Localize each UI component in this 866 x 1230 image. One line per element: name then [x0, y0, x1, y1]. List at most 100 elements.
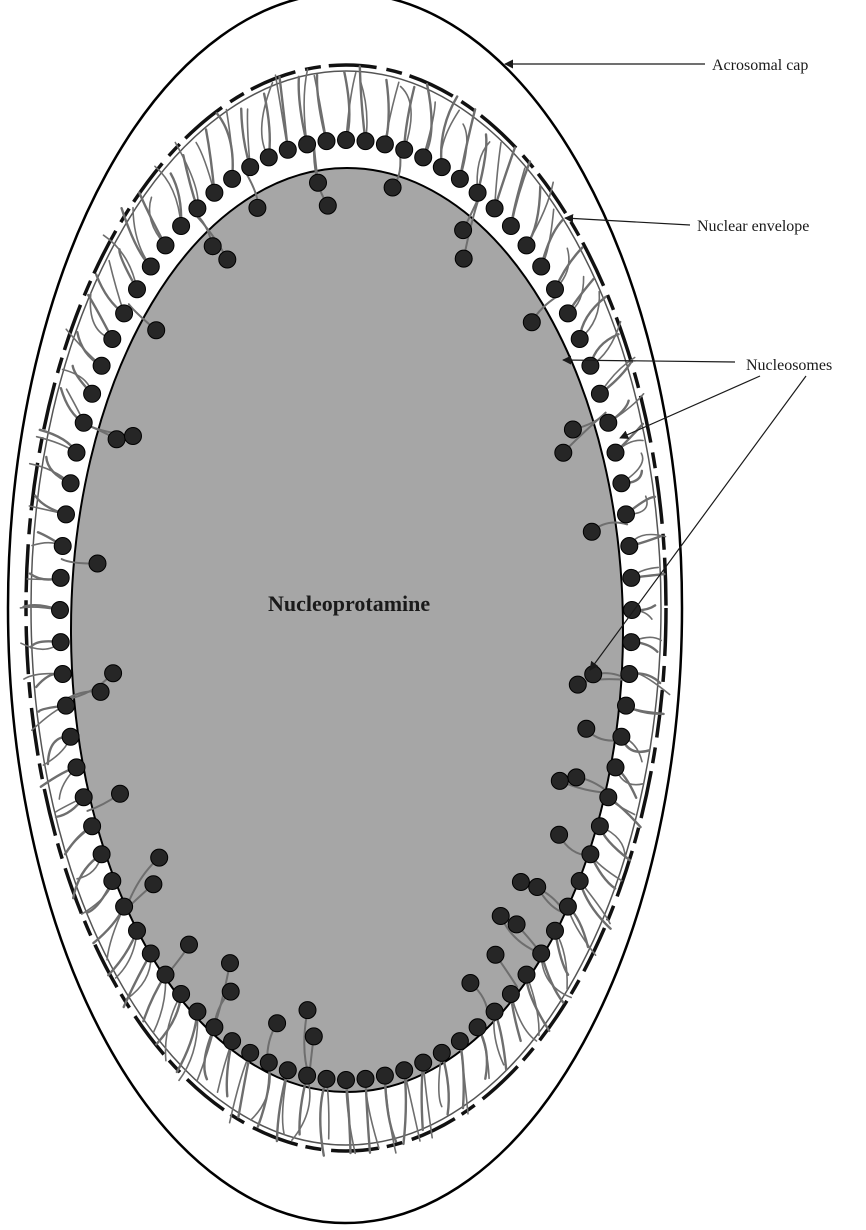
nucleosome [260, 1054, 277, 1071]
nucleosomes-label: Nucleosomes [746, 357, 832, 374]
nucleosome [204, 238, 221, 255]
nucleosome [319, 197, 336, 214]
nucleosome [58, 506, 75, 523]
nucleosome [148, 322, 165, 339]
nucleosome [299, 1002, 316, 1019]
nucleosome [492, 908, 509, 925]
nucleosome [279, 141, 296, 158]
nucleosome [305, 1028, 322, 1045]
nucleosome [279, 1062, 296, 1079]
acrosomal-cap-label: Acrosomal cap [712, 57, 808, 74]
nucleosome [173, 986, 190, 1003]
dna-strand [527, 186, 541, 245]
nucleosome [112, 785, 129, 802]
nucleosome [469, 184, 486, 201]
nucleosome [125, 428, 142, 445]
dna-strand [206, 130, 214, 193]
nucleosome [564, 421, 581, 438]
nucleosome [555, 444, 572, 461]
dna-strand [404, 87, 414, 150]
nucleosome [52, 634, 69, 651]
nucleosome [84, 818, 101, 835]
nucleosome [151, 849, 168, 866]
nucleosome [396, 141, 413, 158]
nucleosome [54, 538, 71, 555]
nucleosome [376, 1067, 393, 1084]
nucleosome [129, 922, 146, 939]
nucleosome [93, 846, 110, 863]
nuclear-envelope-label: Nuclear envelope [697, 218, 809, 235]
nucleosome [518, 966, 535, 983]
nucleosome [533, 945, 550, 962]
dna-strand [217, 113, 233, 179]
nucleosome [62, 728, 79, 745]
nucleosome [181, 936, 198, 953]
nucleosome [559, 305, 576, 322]
nucleosome [299, 1067, 316, 1084]
nucleosome [269, 1015, 286, 1032]
nucleosome [512, 874, 529, 891]
nucleosome [224, 1033, 241, 1050]
nucleosome [583, 523, 600, 540]
nucleosome [189, 1003, 206, 1020]
nucleosome [116, 305, 133, 322]
nucleosome [600, 414, 617, 431]
nucleosome [104, 873, 121, 890]
nucleosome [396, 1062, 413, 1079]
nucleosome [260, 149, 277, 166]
nucleosome [357, 1070, 374, 1087]
nucleosome [376, 136, 393, 153]
nucleosome [508, 916, 525, 933]
nucleosome [242, 159, 259, 176]
nucleosome [68, 759, 85, 776]
nucleosome [310, 174, 327, 191]
nucleosome [142, 945, 159, 962]
nucleosome [93, 357, 110, 374]
nucleosome [433, 1044, 450, 1061]
nucleosome [623, 569, 640, 586]
nucleosome [591, 385, 608, 402]
dna-strand [238, 1053, 250, 1117]
nucleosome [523, 314, 540, 331]
nucleosome [623, 634, 640, 651]
nucleosome [222, 983, 239, 1000]
dna-strand [422, 1063, 424, 1130]
nucleosome [219, 251, 236, 268]
nucleosome [551, 826, 568, 843]
nucleosome [533, 258, 550, 275]
nucleosome [116, 898, 133, 915]
nucleosome [591, 818, 608, 835]
nucleosome [502, 218, 519, 235]
nucleosome [104, 331, 121, 348]
nucleosome [618, 506, 635, 523]
nucleoprotamine-label: Nucleoprotamine [268, 591, 430, 616]
nucleosome [157, 966, 174, 983]
nucleosome [68, 444, 85, 461]
nucleosome [84, 385, 101, 402]
nucleosome [578, 720, 595, 737]
nucleosome [52, 569, 69, 586]
nucleosome [569, 676, 586, 693]
dna-strand [360, 67, 366, 142]
nucleosome [551, 772, 568, 789]
nucleosome [129, 281, 146, 298]
nucleosome [582, 846, 599, 863]
nucleosome [518, 237, 535, 254]
nucleosome [384, 179, 401, 196]
nucleosome [462, 975, 479, 992]
nucleosome [415, 149, 432, 166]
nucleosome [108, 431, 125, 448]
nucleosome [75, 789, 92, 806]
nucleosome [547, 281, 564, 298]
nucleosome [338, 1072, 355, 1089]
nucleosome [559, 898, 576, 915]
dna-strand [177, 1012, 198, 1072]
nucleosome [189, 200, 206, 217]
nucleosome [621, 666, 638, 683]
nucleosome [58, 697, 75, 714]
nucleosome [529, 879, 546, 896]
nucleosome [105, 665, 122, 682]
nucleosome [613, 728, 630, 745]
nucleosome [299, 136, 316, 153]
dna-strand [133, 208, 151, 267]
